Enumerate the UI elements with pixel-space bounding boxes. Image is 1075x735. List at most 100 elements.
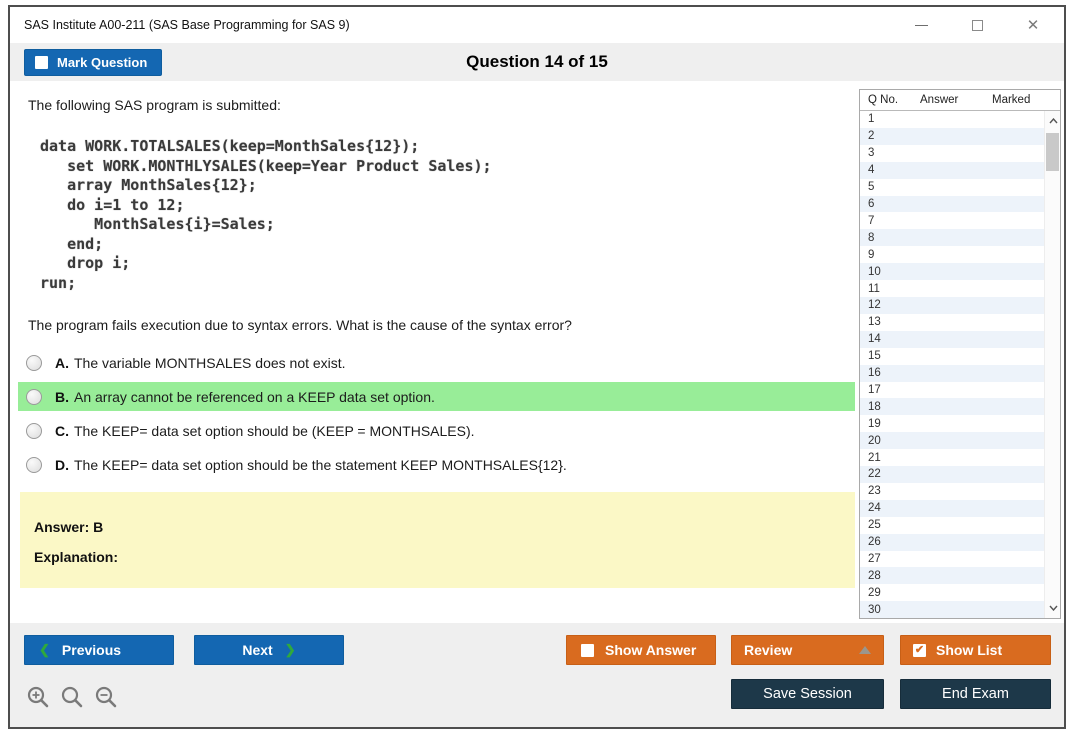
window-title: SAS Institute A00-211 (SAS Base Programm… [24,7,350,43]
triangle-up-icon [859,646,871,654]
show-list-checkbox[interactable]: ✔ [913,644,926,657]
row-question-number: 23 [860,485,920,497]
end-exam-label: End Exam [942,686,1009,702]
question-list-row[interactable]: 24 [860,500,1060,517]
option-d-text: The KEEP= data set option should be the … [74,457,567,473]
app-window: SAS Institute A00-211 (SAS Base Programm… [8,5,1066,729]
row-question-number: 5 [860,181,920,193]
zoom-reset-icon[interactable] [60,685,85,715]
row-question-number: 27 [860,553,920,565]
question-list-row[interactable]: 12 [860,297,1060,314]
row-question-number: 30 [860,604,920,616]
option-c-letter: C. [55,423,69,439]
question-list-row[interactable]: 30 [860,601,1060,618]
end-exam-button[interactable]: End Exam [900,679,1051,709]
save-session-button[interactable]: Save Session [731,679,884,709]
question-list-row[interactable]: 18 [860,398,1060,415]
question-list-row[interactable]: 13 [860,314,1060,331]
header-bar: Mark Question Question 14 of 15 [10,43,1064,81]
option-d[interactable]: D. The KEEP= data set option should be t… [18,450,855,479]
option-a[interactable]: A. The variable MONTHSALES does not exis… [18,348,855,377]
show-list-button[interactable]: ✔ Show List [900,635,1051,665]
window-controls: ✕ [908,7,1046,43]
question-list-row[interactable]: 27 [860,551,1060,568]
answer-explanation-box: Answer: B Explanation: [20,492,855,588]
review-label: Review [744,642,792,658]
radio-option-a[interactable] [26,355,42,371]
previous-button[interactable]: ❮ Previous [24,635,174,665]
row-question-number: 6 [860,198,920,210]
radio-option-b[interactable] [26,389,42,405]
close-icon[interactable]: ✕ [1020,14,1046,36]
question-column: The following SAS program is submitted: … [18,81,855,588]
question-list-row[interactable]: 22 [860,466,1060,483]
option-a-letter: A. [55,355,69,371]
question-list-row[interactable]: 6 [860,196,1060,213]
question-list-row[interactable]: 23 [860,483,1060,500]
sas-code-block: data WORK.TOTALSALES(keep=MonthSales{12}… [40,137,855,293]
row-question-number: 18 [860,401,920,413]
column-answer: Answer [920,94,992,106]
option-c-text: The KEEP= data set option should be (KEE… [74,423,475,439]
option-d-letter: D. [55,457,69,473]
radio-option-c[interactable] [26,423,42,439]
row-question-number: 10 [860,266,920,278]
question-list-row[interactable]: 20 [860,432,1060,449]
question-list-row[interactable]: 10 [860,263,1060,280]
minimize-icon[interactable] [908,14,934,36]
question-list-row[interactable]: 11 [860,280,1060,297]
show-answer-checkbox[interactable] [581,644,594,657]
option-c[interactable]: C. The KEEP= data set option should be (… [18,416,855,445]
question-list-row[interactable]: 3 [860,145,1060,162]
row-question-number: 13 [860,316,920,328]
scrollbar-thumb[interactable] [1046,133,1059,171]
zoom-out-icon[interactable] [94,685,119,715]
question-list-row[interactable]: 1 [860,111,1060,128]
question-counter: Question 14 of 15 [10,43,1064,81]
question-list-row[interactable]: 17 [860,382,1060,399]
row-question-number: 19 [860,418,920,430]
row-question-number: 15 [860,350,920,362]
row-question-number: 20 [860,435,920,447]
next-button[interactable]: Next ❯ [194,635,344,665]
question-list-row[interactable]: 15 [860,348,1060,365]
question-list-row[interactable]: 4 [860,162,1060,179]
show-answer-button[interactable]: Show Answer [566,635,716,665]
question-list-row[interactable]: 2 [860,128,1060,145]
question-list-row[interactable]: 14 [860,331,1060,348]
question-list-scrollbar[interactable] [1044,111,1060,618]
question-list-row[interactable]: 25 [860,517,1060,534]
answer-line: Answer: B [34,519,855,535]
scroll-up-icon[interactable] [1045,113,1060,129]
show-answer-label: Show Answer [605,642,696,658]
question-list-row[interactable]: 21 [860,449,1060,466]
row-question-number: 9 [860,249,920,261]
question-list-row[interactable]: 7 [860,212,1060,229]
radio-option-d[interactable] [26,457,42,473]
question-list-row[interactable]: 29 [860,584,1060,601]
question-list-row[interactable]: 5 [860,179,1060,196]
option-b-letter: B. [55,389,69,405]
question-list-row[interactable]: 9 [860,246,1060,263]
row-question-number: 17 [860,384,920,396]
option-b[interactable]: B. An array cannot be referenced on a KE… [18,382,855,411]
scroll-down-icon[interactable] [1045,600,1060,616]
question-list-row[interactable]: 26 [860,534,1060,551]
question-list-row[interactable]: 16 [860,365,1060,382]
content-area: The following SAS program is submitted: … [10,81,1064,623]
maximize-icon[interactable] [964,14,990,36]
zoom-in-icon[interactable] [26,685,51,715]
question-list: 1234567891011121314151617181920212223242… [860,111,1060,618]
row-question-number: 1 [860,113,920,125]
review-button[interactable]: Review [731,635,884,665]
answer-options: A. The variable MONTHSALES does not exis… [18,348,855,479]
question-list-row[interactable]: 28 [860,567,1060,584]
row-question-number: 7 [860,215,920,227]
chevron-right-icon: ❯ [285,642,296,658]
save-session-label: Save Session [763,686,852,702]
question-list-row[interactable]: 19 [860,415,1060,432]
zoom-toolbar [26,685,119,715]
column-marked: Marked [992,94,1052,106]
question-list-row[interactable]: 8 [860,229,1060,246]
row-question-number: 26 [860,536,920,548]
